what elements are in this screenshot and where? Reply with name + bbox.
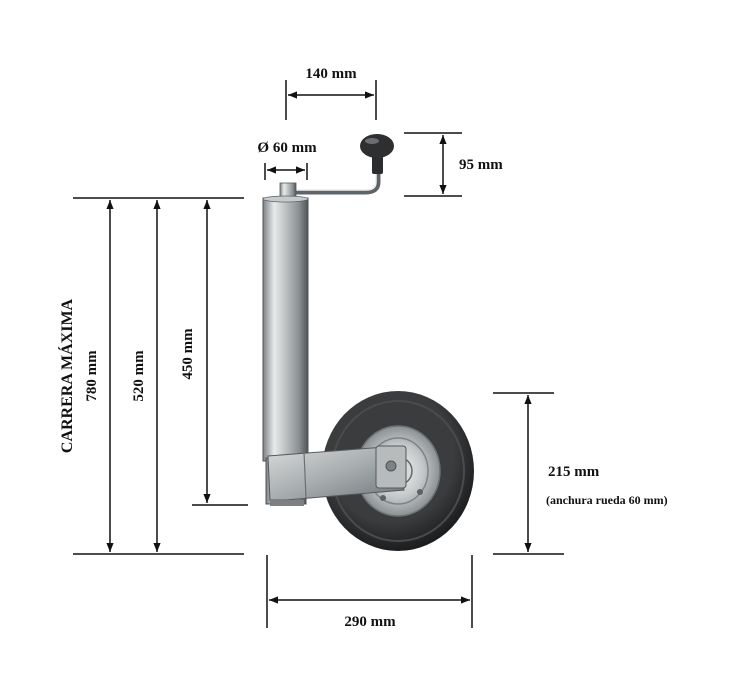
main-tube-top	[262, 195, 309, 203]
crank-knob	[360, 134, 394, 158]
crank-stem	[372, 156, 383, 174]
label-140mm: 140 mm	[305, 66, 357, 82]
rim-bolt	[417, 489, 423, 495]
label-95mm: 95 mm	[459, 157, 503, 173]
crank-rod	[289, 167, 381, 195]
crank-rod-highlight	[291, 169, 377, 191]
label-215mm: 215 mm	[548, 464, 600, 480]
rim-bolt	[380, 495, 386, 501]
dimension-lines	[73, 80, 564, 628]
label-carrera-maxima: CARRERA MÁXIMA	[57, 298, 76, 453]
label-520mm: 520 mm	[131, 350, 147, 402]
main-tube	[262, 197, 309, 462]
tube-foot	[270, 500, 304, 506]
label-780mm: 780 mm	[84, 350, 100, 402]
fork-bolt	[385, 460, 397, 472]
label-wheel-width: (anchura rueda 60 mm)	[546, 493, 668, 507]
label-diameter: Ø 60 mm	[257, 140, 317, 156]
crank-knob-highlight	[365, 138, 379, 144]
label-450mm: 450 mm	[180, 328, 196, 380]
jockey-wheel-illustration	[262, 134, 474, 551]
label-290mm: 290 mm	[344, 614, 396, 630]
fork-bracket-edge	[303, 451, 307, 499]
